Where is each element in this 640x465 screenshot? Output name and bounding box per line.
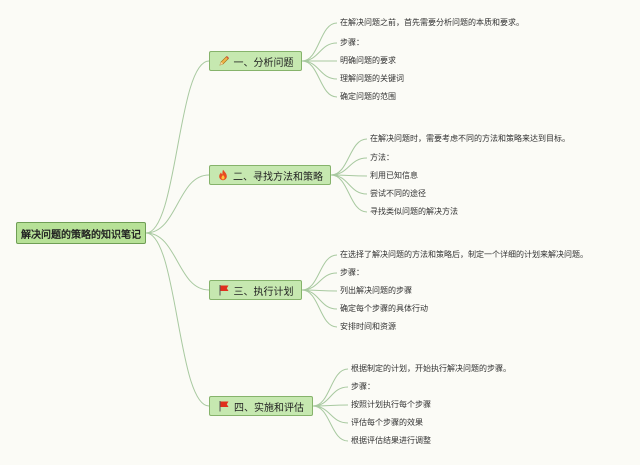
branch-node-execute[interactable]: 三、执行计划 (209, 280, 302, 300)
leaf-item: 按照计划执行每个步骤 (351, 400, 431, 409)
leaf-item: 理解问题的关键词 (340, 74, 404, 83)
root-branch-connector (145, 60, 210, 234)
leaf-item: 根据制定的计划，开始执行解决问题的步骤。 (351, 364, 511, 373)
leaf-item: 根据评估结果进行调整 (351, 436, 431, 445)
leaf-item: 步骤： (351, 382, 375, 391)
root-branch-connector (145, 232, 210, 407)
leaf-item: 列出解决问题的步骤 (340, 286, 412, 295)
root-branch-connector (145, 232, 210, 291)
leaf-item: 步骤： (340, 38, 364, 47)
pencil-icon (218, 55, 230, 67)
branch-leaf-connector (312, 386, 349, 407)
branch-leaf-connector (301, 60, 338, 80)
branch-leaf-connector (330, 138, 368, 176)
branch-leaf-connector (330, 174, 368, 213)
branch-label: 四、实施和评估 (234, 402, 304, 414)
leaf-item: 步骤： (340, 268, 364, 277)
leaf-item: 在解决问题时，需要考虑不同的方法和策略来达到目标。 (370, 134, 570, 143)
leaf-item: 确定每个步骤的具体行动 (340, 304, 428, 313)
leaf-item: 寻找类似问题的解决方法 (370, 207, 458, 216)
branch-leaf-connector (312, 368, 349, 407)
branch-leaf-connector (301, 289, 338, 310)
fire-icon (217, 169, 229, 181)
leaf-item: 利用已知信息 (370, 171, 418, 180)
branch-leaf-connector (330, 174, 368, 195)
branch-leaf-connector (312, 405, 349, 442)
branch-leaf-connector (301, 22, 338, 62)
leaf-item: 明确问题的要求 (340, 56, 396, 65)
branch-node-analyze[interactable]: 一、分析问题 (209, 51, 302, 71)
branch-leaf-connector (330, 157, 368, 176)
root-branch-connector (145, 174, 210, 234)
branch-label: 三、执行计划 (233, 286, 294, 298)
leaf-item: 安排时间和资源 (340, 322, 396, 331)
leaf-item: 在选择了解决问题的方法和策略后，制定一个详细的计划来解决问题。 (340, 250, 588, 259)
leaf-item: 确定问题的范围 (340, 92, 396, 101)
branch-leaf-connector (301, 289, 338, 328)
branch-leaf-connector (301, 254, 338, 291)
branch-label: 一、分析问题 (233, 57, 294, 69)
flag-icon (218, 400, 230, 412)
branch-leaf-connector (301, 60, 338, 98)
branch-label: 二、寻找方法和策略 (233, 171, 323, 183)
branch-node-implement[interactable]: 四、实施和评估 (209, 396, 313, 416)
leaf-item: 在解决问题之前，首先需要分析问题的本质和要求。 (340, 18, 524, 27)
branch-leaf-connector (301, 42, 338, 62)
flag-icon (218, 284, 230, 296)
root-label: 解决问题的策略的知识笔记 (21, 229, 141, 241)
leaf-item: 评估每个步骤的效果 (351, 418, 423, 427)
leaf-item: 方法： (370, 153, 394, 162)
root-node[interactable]: 解决问题的策略的知识笔记 (16, 222, 146, 244)
leaf-item: 尝试不同的途径 (370, 189, 426, 198)
branch-node-methods[interactable]: 二、寻找方法和策略 (209, 165, 331, 185)
branch-leaf-connector (301, 272, 338, 291)
branch-leaf-connector (312, 405, 349, 424)
